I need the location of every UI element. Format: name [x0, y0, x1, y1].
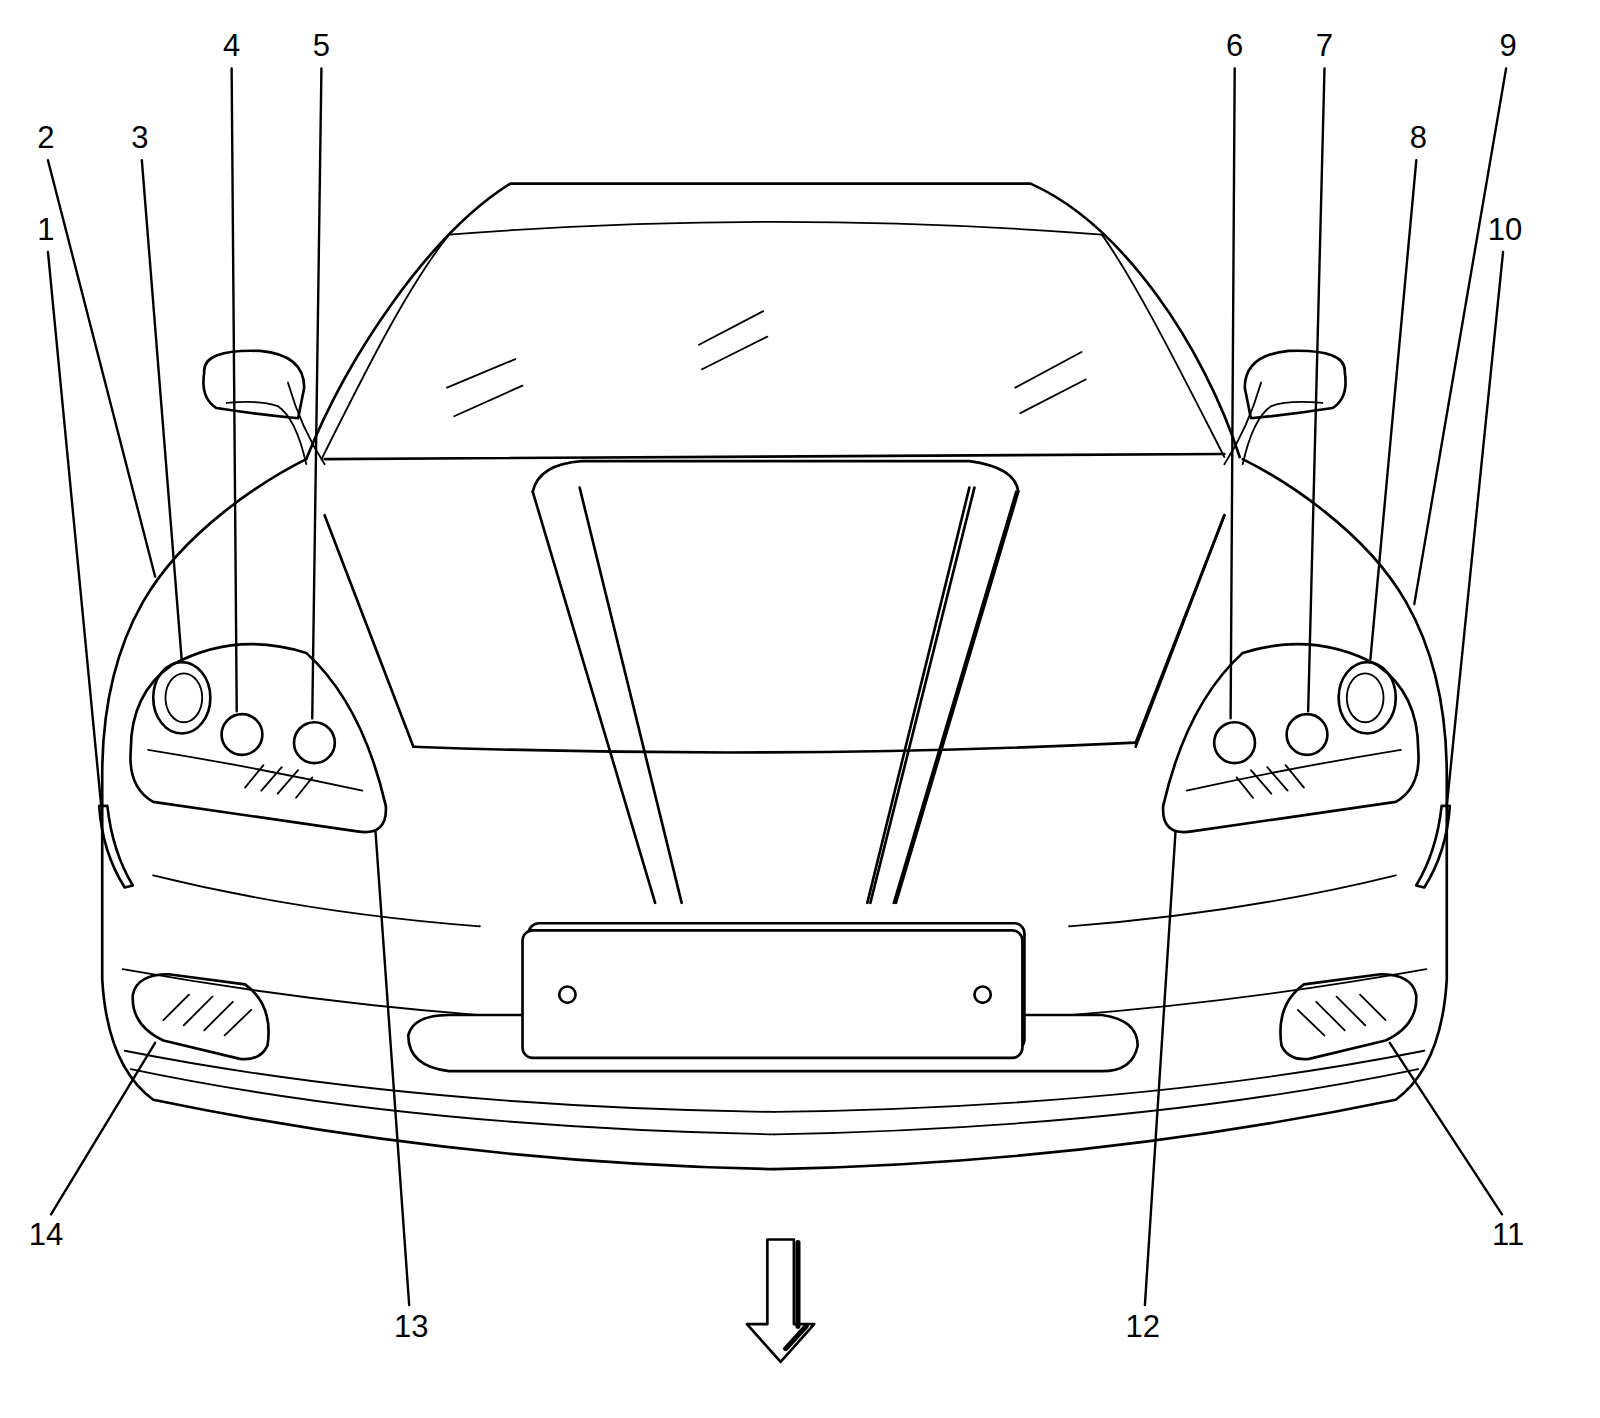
hood-edge	[1136, 515, 1225, 742]
callout-number: 7	[1314, 29, 1335, 62]
leader-line	[232, 68, 237, 711]
callout-number: 13	[392, 1310, 430, 1343]
callout-number: 10	[1486, 213, 1524, 246]
callout-number: 2	[35, 121, 56, 154]
leader-line	[1231, 68, 1235, 718]
plate-hole	[559, 986, 575, 1002]
hood-bulge	[533, 461, 1019, 492]
callout-number: 9	[1498, 29, 1519, 62]
roof-outline	[306, 184, 1239, 459]
hood-rear-edge	[325, 454, 1225, 459]
leader-line	[1447, 252, 1503, 804]
callout-number: 1	[35, 213, 56, 246]
callout-number: 3	[129, 121, 150, 154]
a-pillar	[322, 235, 450, 459]
leader-line	[312, 68, 321, 718]
leader-line	[51, 1043, 155, 1214]
callout-number: 4	[221, 29, 242, 62]
leader-line	[1390, 1043, 1502, 1214]
hood-front-edge	[413, 743, 1135, 753]
glass-hatch	[447, 311, 1086, 416]
leader-line	[142, 160, 182, 659]
callout-number: 8	[1408, 121, 1429, 154]
windshield-top	[449, 222, 1102, 235]
leader-line	[1370, 160, 1416, 659]
leader-line	[1308, 68, 1324, 711]
callout-number: 14	[27, 1218, 65, 1251]
callout-number: 12	[1124, 1310, 1162, 1343]
callout-number: 11	[1490, 1218, 1526, 1251]
arrow-shadow	[786, 1243, 806, 1349]
hood-bulge-line	[870, 488, 974, 903]
leader-line	[1145, 832, 1176, 1305]
callout-number: 5	[311, 29, 332, 62]
plate-hole	[974, 986, 990, 1002]
license-plate	[523, 930, 1023, 1058]
leader-line	[48, 160, 155, 576]
leader-line	[376, 832, 410, 1305]
a-pillar	[1102, 235, 1224, 457]
forward-arrow	[747, 1239, 814, 1361]
callout-number: 6	[1224, 29, 1245, 62]
